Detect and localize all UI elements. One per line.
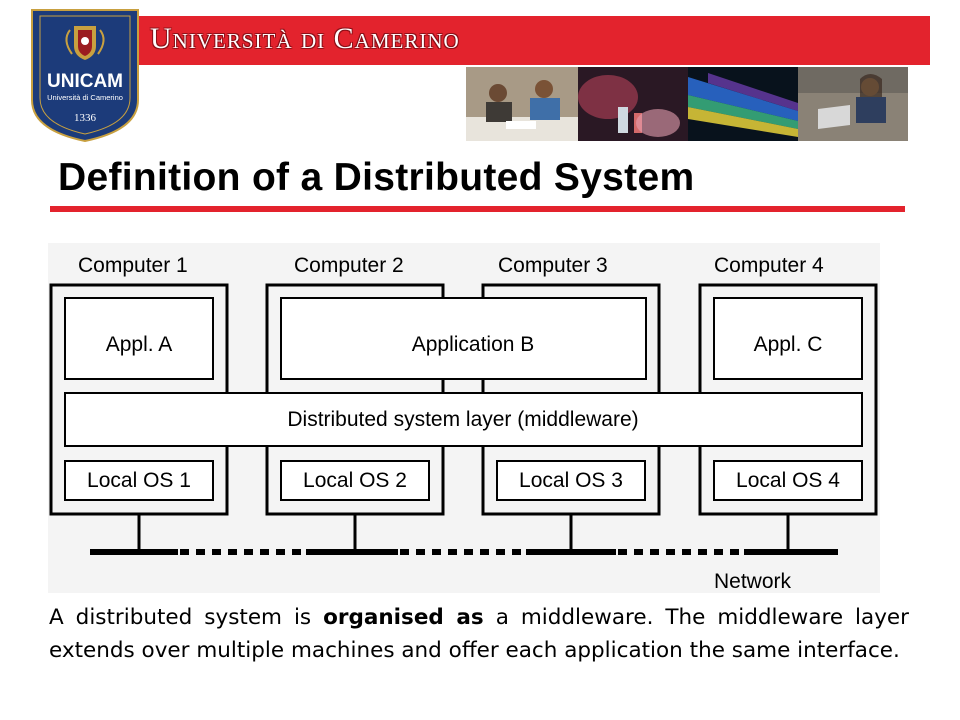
svg-text:1336: 1336 bbox=[74, 112, 97, 124]
local-os-label-2: Local OS 2 bbox=[303, 469, 407, 492]
university-name: Università di Camerino bbox=[150, 22, 460, 56]
student-laptop-photo bbox=[798, 67, 908, 141]
middleware-label: Distributed system layer (middleware) bbox=[287, 408, 638, 431]
local-os-label-4: Local OS 4 bbox=[736, 469, 840, 492]
laboratory-photo bbox=[578, 67, 688, 141]
computer-label-4: Computer 4 bbox=[714, 254, 824, 277]
light-spectrum-photo bbox=[688, 67, 798, 141]
svg-text:Università di Camerino: Università di Camerino bbox=[47, 93, 123, 102]
title-underline bbox=[50, 206, 905, 212]
application-label-c: Appl. C bbox=[754, 333, 823, 356]
distributed-system-diagram: Computer 1 Computer 2 Computer 3 Compute… bbox=[48, 243, 880, 593]
application-label-b: Application B bbox=[412, 333, 535, 356]
application-label-a: Appl. A bbox=[106, 333, 173, 356]
unicam-logo: UNICAM Università di Camerino 1336 bbox=[30, 8, 140, 142]
caption-part-1: A distributed system is bbox=[49, 605, 323, 630]
students-photo bbox=[466, 67, 578, 141]
network-label: Network bbox=[714, 570, 792, 593]
local-os-label-3: Local OS 3 bbox=[519, 469, 623, 492]
computer-label-3: Computer 3 bbox=[498, 254, 608, 277]
local-os-label-1: Local OS 1 bbox=[87, 469, 191, 492]
computer-label-1: Computer 1 bbox=[78, 254, 188, 277]
caption-text: A distributed system is organised as a m… bbox=[49, 601, 909, 667]
caption-emphasis: organised as bbox=[323, 605, 484, 630]
svg-text:UNICAM: UNICAM bbox=[47, 71, 123, 92]
computer-label-2: Computer 2 bbox=[294, 254, 404, 277]
slide-title: Definition of a Distributed System bbox=[58, 156, 694, 200]
